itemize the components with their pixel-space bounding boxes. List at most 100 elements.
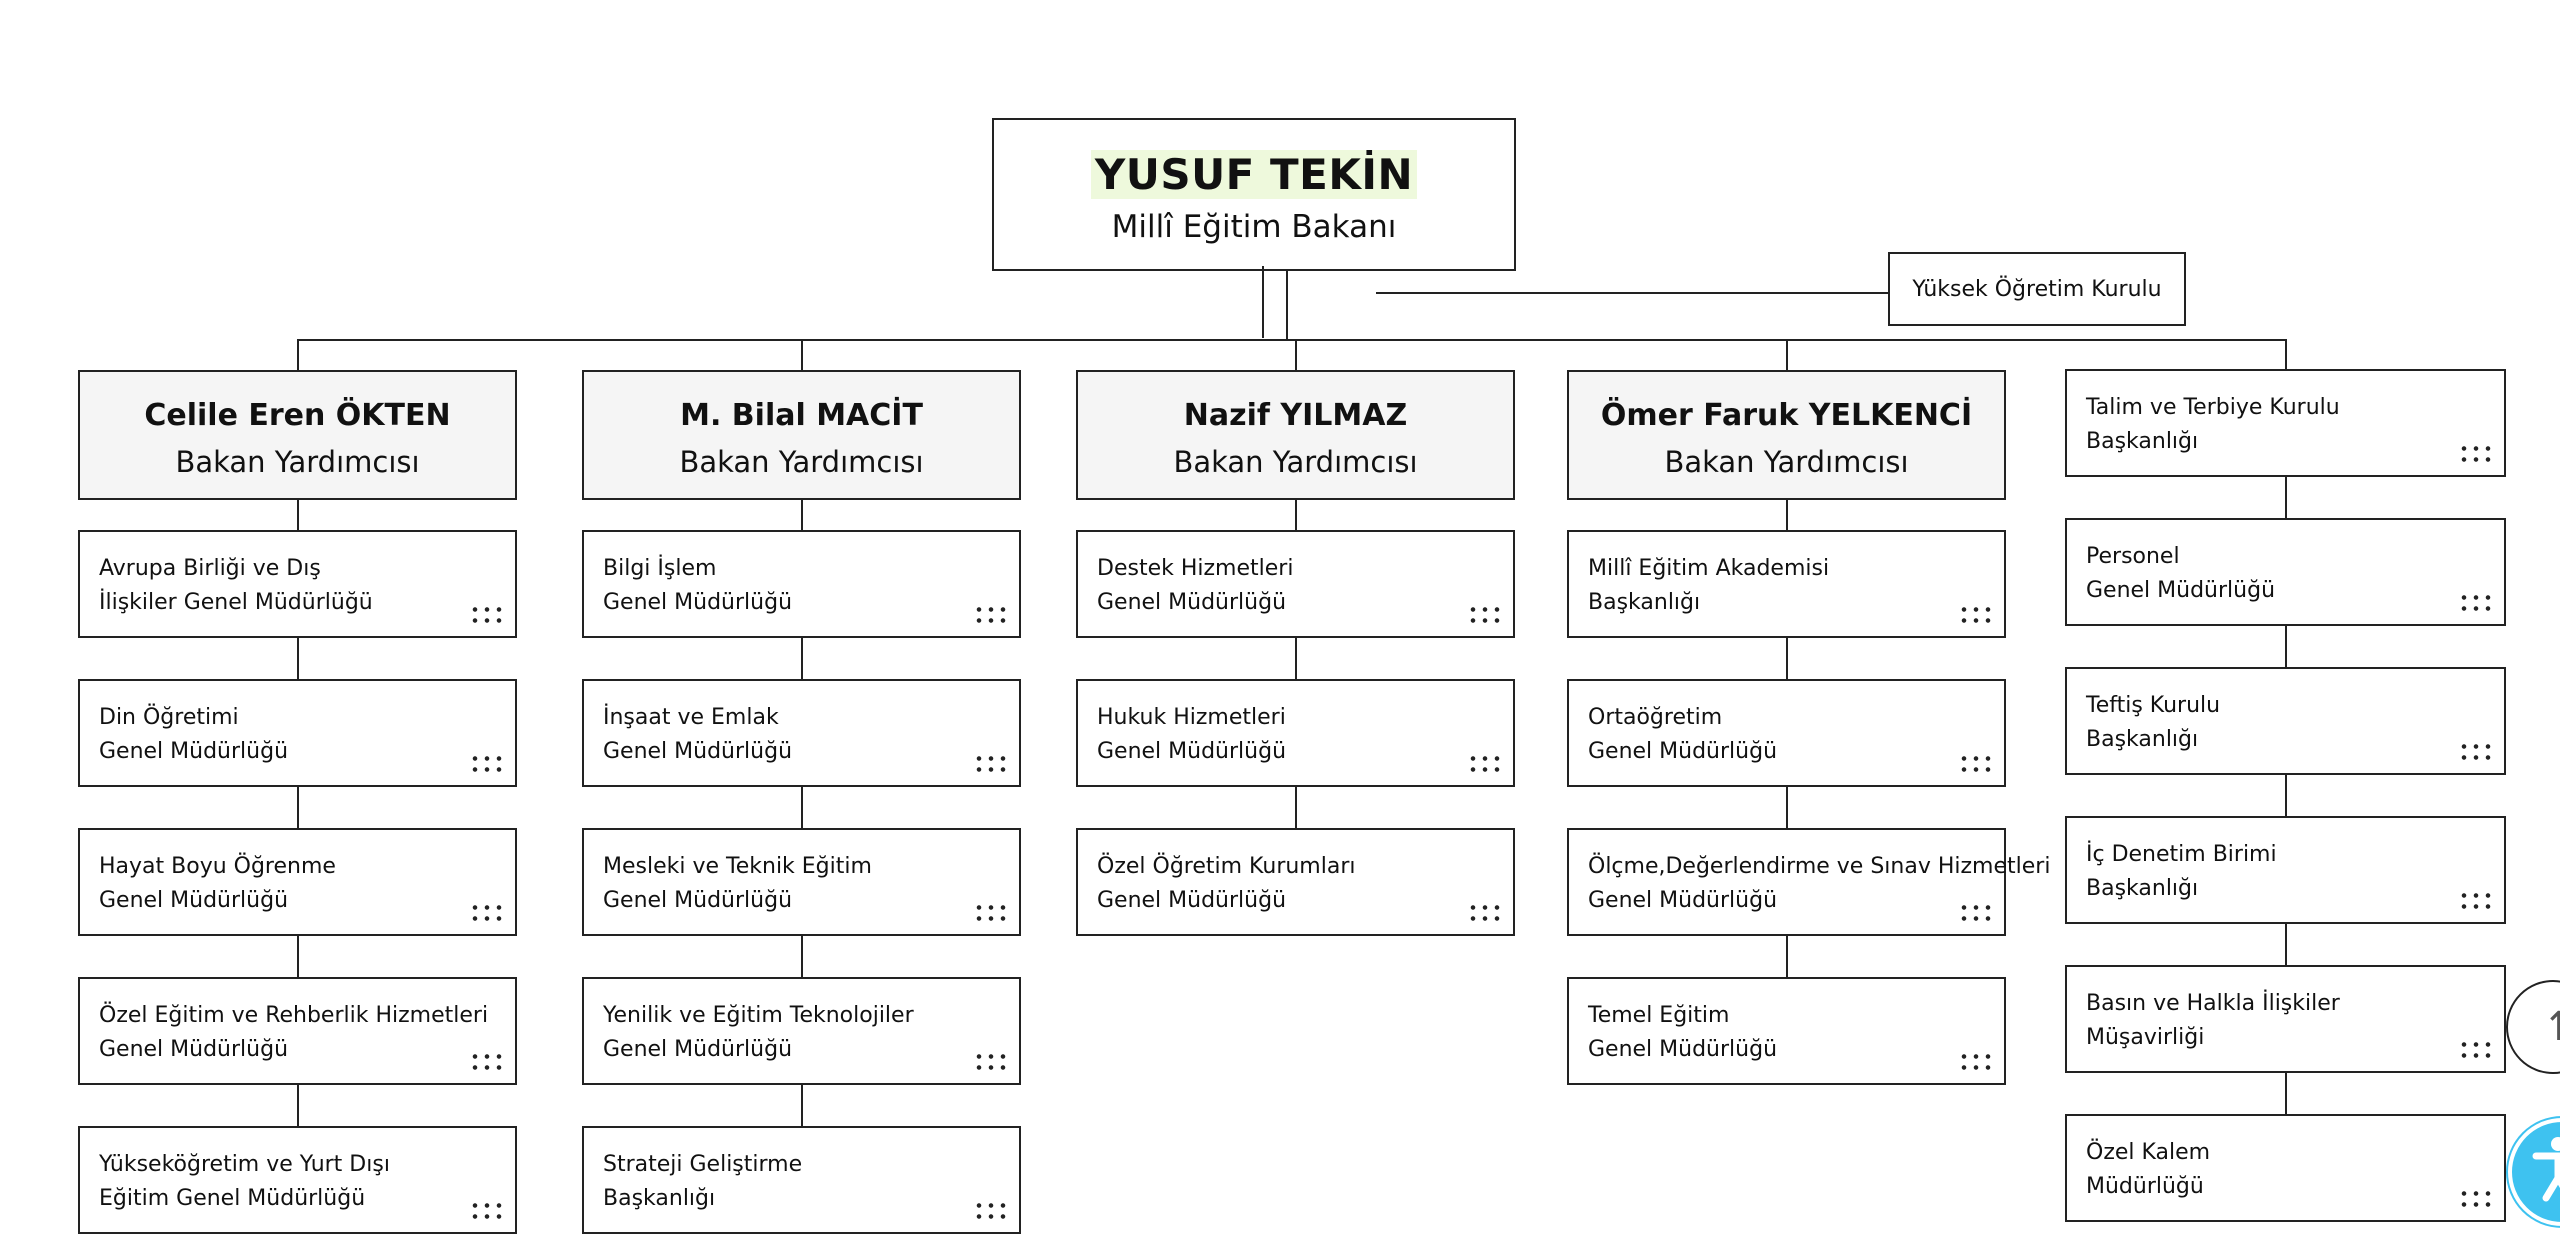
accessibility-button[interactable] [2508,1118,2560,1226]
more-options-icon[interactable] [469,1200,505,1222]
unit-connector-line [1786,936,1788,977]
unit-name-line-2: Genel Müdürlüğü [1097,888,1287,913]
deputy-title: Bakan Yardımcısı [175,445,420,479]
deputy-name: M. Bilal MACİT [680,398,923,433]
unit-name-line-1: Avrupa Birliği ve Dış [99,556,321,581]
more-options-icon[interactable] [1958,1051,1994,1073]
more-options-icon[interactable] [973,902,1009,924]
unit-connector-line [801,936,803,977]
minister-name: YUSUF TEKİN [1090,150,1418,199]
more-options-icon[interactable] [1958,753,1994,775]
more-options-icon[interactable] [2458,1039,2494,1061]
unit-name-line-2: Başkanlığı [2086,727,2199,752]
more-options-icon[interactable] [2458,741,2494,763]
deputy-title: Bakan Yardımcısı [679,445,924,479]
scroll-top-button[interactable]: ↑ [2506,980,2560,1074]
unit-name-line-1: Millî Eğitim Akademisi [1588,556,1830,581]
deputy-name: Celile Eren ÖKTEN [144,398,451,433]
minister-title: Millî Eğitim Bakanı [1111,209,1397,245]
unit-name-line-1: Hukuk Hizmetleri [1097,705,1286,730]
unit-name-line-1: Personel [2086,544,2180,569]
deputy-drop-line [1295,339,1297,370]
more-options-icon[interactable] [1958,604,1994,626]
unit-name-line-1: İç Denetim Birimi [2086,842,2277,867]
unit-name-line-2: Genel Müdürlüğü [2086,578,2276,603]
deputy-box[interactable]: Ömer Faruk YELKENCİ Bakan Yardımcısı [1567,370,2006,500]
unit-name-line-2: Genel Müdürlüğü [603,888,793,913]
more-options-icon[interactable] [973,1051,1009,1073]
unit-connector-line [1295,638,1297,679]
unit-name-line-2: Başkanlığı [1588,590,1701,615]
unit-name-line-1: Bilgi İşlem [603,556,717,581]
unit-name-line-1: Basın ve Halkla İlişkiler [2086,991,2340,1016]
unit-name-line-2: Genel Müdürlüğü [1588,888,1778,913]
more-options-icon[interactable] [469,902,505,924]
unit-name-line-2: Başkanlığı [2086,429,2199,454]
minister-box: YUSUF TEKİN Millî Eğitim Bakanı [992,118,1516,271]
more-options-icon[interactable] [973,604,1009,626]
more-options-icon[interactable] [469,1051,505,1073]
unit-name-line-1: Özel Eğitim ve Rehberlik Hizmetleri [99,1003,489,1028]
unit-connector-line [2285,775,2287,816]
unit-connector-line [1786,638,1788,679]
side-unit-yok[interactable]: Yüksek Öğretim Kurulu [1888,252,2186,326]
minister-connector-left [1262,266,1264,338]
deputy-name: Ömer Faruk YELKENCİ [1600,398,1973,433]
unit-name-line-2: Genel Müdürlüğü [1588,739,1778,764]
unit-name-line-2: Genel Müdürlüğü [99,1037,289,1062]
more-options-icon[interactable] [973,1200,1009,1222]
more-options-icon[interactable] [469,604,505,626]
unit-name-line-1: İnşaat ve Emlak [603,705,779,730]
arrow-up-icon: ↑ [2542,1004,2560,1050]
more-options-icon[interactable] [2458,890,2494,912]
unit-name-line-1: Yenilik ve Eğitim Teknolojiler [603,1003,914,1028]
unit-name-line-1: Din Öğretimi [99,705,239,730]
unit-name-line-2: Genel Müdürlüğü [603,739,793,764]
unit-connector-line [297,787,299,828]
more-options-icon[interactable] [1467,604,1503,626]
deputy-box[interactable]: Celile Eren ÖKTEN Bakan Yardımcısı [78,370,517,500]
more-options-icon[interactable] [2458,592,2494,614]
more-options-icon[interactable] [973,753,1009,775]
side-unit-connector [1376,292,1888,294]
more-options-icon[interactable] [1467,902,1503,924]
unit-connector-line [2285,339,2287,369]
more-options-icon[interactable] [1467,753,1503,775]
more-options-icon[interactable] [1958,902,1994,924]
deputy-title: Bakan Yardımcısı [1664,445,1909,479]
unit-name-line-1: Ortaöğretim [1588,705,1723,730]
unit-connector-line [1295,787,1297,828]
deputy-box[interactable]: M. Bilal MACİT Bakan Yardımcısı [582,370,1021,500]
deputy-drop-line [297,339,299,370]
more-options-icon[interactable] [2458,1188,2494,1210]
more-options-icon[interactable] [2458,443,2494,465]
deputy-drop-line [801,339,803,370]
unit-name-line-2: Genel Müdürlüğü [1097,739,1287,764]
unit-connector-line [2285,477,2287,518]
more-options-icon[interactable] [469,753,505,775]
